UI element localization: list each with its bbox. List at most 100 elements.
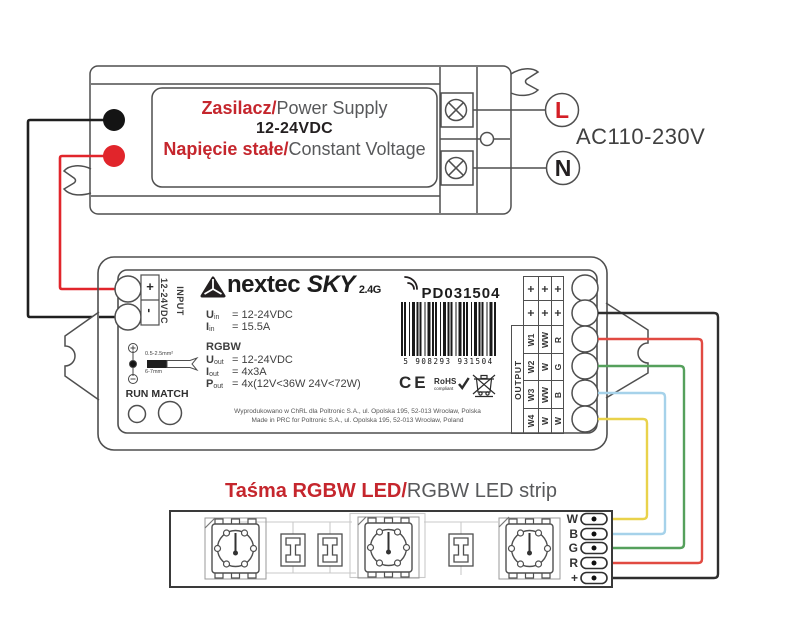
brand-nextec: nextec [227, 271, 301, 298]
input-terminal-minus [114, 303, 142, 331]
weee-icon [472, 374, 496, 398]
led-chip-1 [204, 517, 267, 580]
psu-label-plate [151, 87, 438, 188]
dc-polarity-icon [128, 343, 138, 384]
psu-mount-claw-right [510, 68, 540, 97]
psu-mount-hole [479, 131, 495, 147]
manufacturer-text: Wyprodukowano w ChRL dla Poltronic S.A.,… [205, 408, 510, 425]
rgbw-header: RGBW [206, 341, 241, 353]
output-terminal-1 [571, 274, 599, 302]
input-plus-sign: + [146, 279, 154, 294]
wire-spec-length: 6-7mm [145, 369, 163, 375]
input-label-vertical: INPUT [175, 286, 185, 316]
wire-strip-icon [147, 356, 199, 372]
strip-terminal-b: B [569, 527, 578, 541]
output-wires [598, 311, 720, 580]
strip-title-pl: Taśma RGBW LED/ [225, 480, 407, 502]
ce-mark: CE [399, 373, 429, 392]
input-terminal-plus [114, 275, 142, 303]
match-button [157, 400, 183, 426]
strip-pad-dots [591, 516, 597, 581]
psu-title-pl: Zasilacz/ [201, 98, 277, 118]
strip-terminal-r: R [569, 556, 578, 570]
psu-voltage: 12-24VDC [255, 120, 334, 137]
rohs-label: RoHS [434, 377, 457, 386]
power-supply-body [62, 65, 581, 215]
l-terminal-label: L [554, 97, 570, 123]
spec-pout: Pout= 4x(12V<36W 24V<72W) [206, 378, 361, 390]
output-terminal-4 [571, 352, 599, 380]
input-minus-sign: - [142, 308, 158, 313]
led-chip-2 [357, 516, 420, 579]
psu-subtitle: Napięcie stałe/Constant Voltage [152, 139, 437, 160]
led-strip-title: Taśma RGBW LED/RGBW LED strip [170, 480, 612, 503]
screw-terminal-l-icon [444, 98, 468, 122]
controller-tab-left [64, 311, 100, 401]
output-terminal-3 [571, 325, 599, 353]
wire-g [598, 364, 686, 550]
spec-uin: Uin= 12-24VDC [206, 309, 293, 321]
output-terminal-6 [571, 405, 599, 433]
nextec-logo-icon [200, 276, 226, 298]
brand-24g: 2.4G [358, 284, 381, 296]
dc-minus-dot [103, 109, 125, 131]
barcode-digits: 5 908293 931504 [403, 357, 494, 366]
led-chip-3 [498, 517, 561, 580]
strip-terminal-w: W [566, 512, 578, 526]
brand-sky: SKY [307, 271, 355, 298]
resistor-1 [280, 533, 306, 567]
controller-body [97, 256, 608, 451]
run-label: RUN [125, 388, 149, 400]
led-strip-graphic [169, 510, 613, 588]
spec-iout: Iout= 4x3A [206, 366, 267, 378]
psu-subtitle-pl: Napięcie stałe/ [163, 139, 289, 159]
rohs-check-icon [458, 377, 470, 391]
wire-dc-minus [26, 118, 121, 319]
psu-subtitle-en: Constant Voltage [288, 139, 426, 159]
controller-specs: Uin= 12-24VDC Iin= 15.5A RGBW Uout= 12-2… [206, 309, 361, 390]
manufacturer-line-pl: Wyprodukowano w ChRL dla Poltronic S.A.,… [234, 408, 481, 415]
psu-mount-claw-left [62, 165, 92, 196]
output-label-cell: OUTPUT [511, 325, 524, 434]
wire-w [598, 417, 649, 521]
resistor-2 [317, 533, 343, 567]
psu-title: Zasilacz/Power Supply [152, 98, 437, 119]
n-terminal-circle [545, 150, 581, 186]
psu-label-text: Zasilacz/Power Supply 12-24VDC Napięcie … [152, 98, 437, 160]
manufacturer-line-en: Made in PRC for Poltronic S.A., ul. Opol… [251, 416, 464, 424]
input-voltage-vertical: 12-24VDC [159, 277, 169, 325]
output-terminal-2 [571, 299, 599, 327]
psu-title-en: Power Supply [276, 98, 388, 118]
run-led [127, 404, 147, 424]
strip-title-en: RGBW LED strip [406, 480, 557, 502]
resistor-3 [448, 533, 474, 567]
psu-outline [89, 65, 512, 215]
controller-outline [97, 256, 608, 451]
wire-r [598, 337, 704, 565]
wire-b [598, 391, 667, 536]
wifi-icon [404, 276, 418, 290]
output-terminal-5 [571, 379, 599, 407]
ac-voltage-label: AC110-230V [576, 124, 706, 149]
strip-corner-marks [204, 516, 510, 529]
screw-terminal-n-icon [444, 156, 468, 180]
model-number: PD031504 [421, 285, 501, 302]
spec-iin: Iin= 15.5A [206, 321, 271, 333]
rohs-compliant-label: compliant [434, 386, 454, 391]
match-label: MATCH [151, 388, 189, 400]
controller-label-plate [117, 269, 598, 434]
controller-tab-right [605, 302, 649, 399]
l-terminal-circle [544, 92, 580, 128]
n-terminal-label: N [554, 155, 572, 181]
wire-plus [598, 311, 720, 580]
wire-dc-plus [58, 154, 121, 291]
spec-uout: Uout= 12-24VDC [206, 354, 293, 366]
dc-plus-dot [103, 145, 125, 167]
strip-terminal-plus: + [570, 571, 578, 585]
controller-mount-tabs [64, 302, 649, 401]
barcode [401, 302, 496, 356]
